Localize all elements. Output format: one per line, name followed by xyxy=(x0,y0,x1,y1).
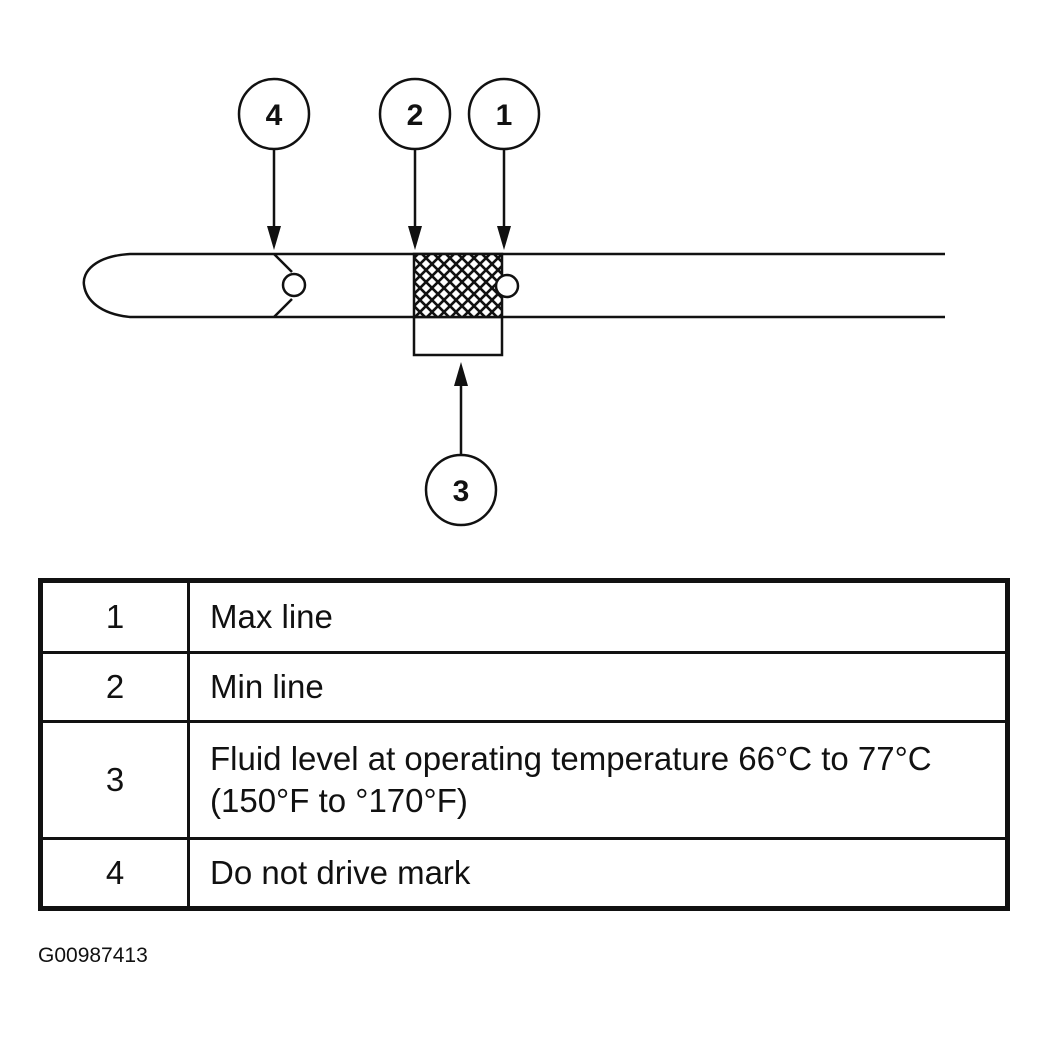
legend-number: 2 xyxy=(39,651,190,723)
callout-3: 3 xyxy=(424,362,498,527)
callout-2-label: 2 xyxy=(407,99,424,132)
callout-4-label: 4 xyxy=(266,99,283,132)
legend-description: Do not drive mark xyxy=(187,837,1009,910)
legend-description: Fluid level at operating temperature 66°… xyxy=(187,720,1009,840)
legend-number: 3 xyxy=(39,720,190,840)
do-not-drive-mark xyxy=(273,253,307,318)
dipstick-diagram: 4 2 1 3 xyxy=(82,77,945,527)
callout-1: 1 xyxy=(467,77,541,250)
legend-row: 3 Fluid level at operating temperature 6… xyxy=(39,720,1009,840)
legend-number: 4 xyxy=(39,837,190,910)
legend-number: 1 xyxy=(39,579,190,654)
figure-id: G00987413 xyxy=(38,944,148,967)
legend-row: 1 Max line xyxy=(39,579,1009,654)
operating-range-hatch xyxy=(412,252,520,319)
legend-description: Min line xyxy=(187,651,1009,723)
callout-4: 4 xyxy=(237,77,311,250)
callout-2: 2 xyxy=(378,77,452,250)
dipstick-blade xyxy=(82,252,945,319)
legend-table: 1 Max line 2 Min line 3 Fluid level at o… xyxy=(38,578,1010,911)
legend-row: 2 Min line xyxy=(39,651,1009,723)
legend-row: 4 Do not drive mark xyxy=(39,837,1009,910)
callout-3-label: 3 xyxy=(453,475,470,508)
legend-description: Max line xyxy=(187,579,1009,654)
range-bracket xyxy=(412,317,504,357)
callout-1-label: 1 xyxy=(496,99,513,132)
